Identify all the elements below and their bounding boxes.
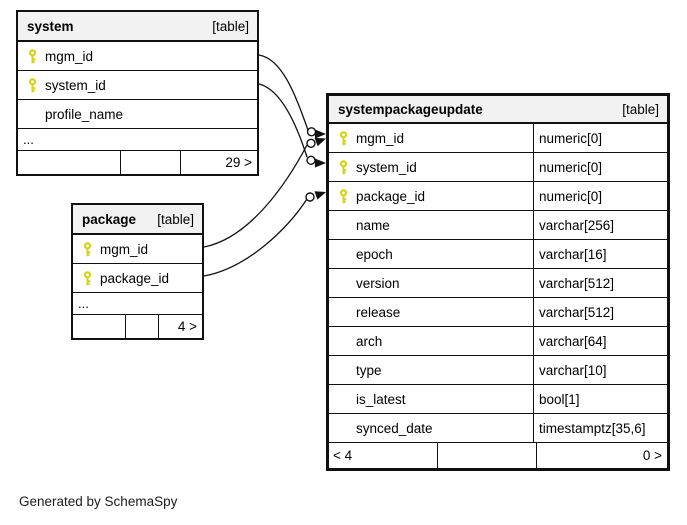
primary-key-icon	[27, 48, 45, 64]
table-title: systempackageupdate	[338, 101, 483, 117]
key-icon-placeholder	[338, 334, 356, 349]
column-row: package_id numeric[0]	[329, 182, 667, 211]
connector-arrow-icon	[314, 137, 326, 147]
primary-key-icon	[82, 270, 100, 286]
ellipsis-row: ...	[73, 293, 202, 315]
ellipsis-row: ...	[18, 129, 257, 151]
column-type: varchar[16]	[533, 240, 667, 268]
column-name: version	[356, 275, 400, 291]
footer-cell-children-count: 29 >	[180, 151, 257, 174]
column-name: epoch	[356, 246, 393, 262]
column-row: version varchar[512]	[329, 269, 667, 298]
column-row: is_latest bool[1]	[329, 385, 667, 414]
column-name: mgm_id	[45, 48, 94, 64]
key-icon-placeholder	[27, 107, 45, 122]
column-name: release	[356, 304, 401, 320]
table-header: system [table]	[18, 12, 257, 42]
table-type-badge: [table]	[157, 211, 194, 227]
connector-circle-icon	[306, 155, 316, 166]
footer-cell-left	[73, 315, 125, 338]
column-row: synced_date timestamptz[35,6]	[329, 414, 667, 443]
column-row: mgm_id	[18, 42, 257, 71]
column-row: epoch varchar[16]	[329, 240, 667, 269]
table-type-badge: [table]	[622, 101, 659, 117]
column-row: type varchar[10]	[329, 356, 667, 385]
footer-cell-left	[18, 151, 120, 174]
column-row: system_id numeric[0]	[329, 153, 667, 182]
table-system[interactable]: system [table] mgm_id	[16, 10, 259, 176]
column-row: mgm_id	[73, 235, 202, 264]
column-name: mgm_id	[100, 241, 149, 257]
column-type: numeric[0]	[533, 182, 667, 210]
footer-cell-children-count: 4 >	[158, 315, 202, 338]
key-icon-placeholder	[338, 218, 356, 233]
connector-arrow-icon	[315, 129, 326, 139]
column-row: system_id	[18, 71, 257, 100]
key-icon-placeholder	[338, 421, 356, 436]
column-row: name varchar[256]	[329, 211, 667, 240]
table-header: package [table]	[73, 205, 202, 235]
column-row: package_id	[73, 264, 202, 293]
table-title: system	[27, 18, 74, 34]
column-type: varchar[512]	[533, 298, 667, 326]
column-row: mgm_id numeric[0]	[329, 124, 667, 153]
connector-arrow-icon	[315, 158, 326, 168]
table-type-badge: [table]	[212, 18, 249, 34]
column-type: bool[1]	[533, 385, 667, 413]
column-name: synced_date	[356, 420, 433, 436]
column-name: package_id	[100, 270, 170, 286]
table-package[interactable]: package [table] mgm_id	[71, 203, 204, 340]
connector-line-package-package-id	[203, 198, 308, 277]
key-icon-placeholder	[338, 276, 356, 291]
primary-key-icon	[27, 77, 45, 93]
column-name: is_latest	[356, 391, 406, 407]
primary-key-icon	[338, 159, 356, 175]
column-name: package_id	[356, 188, 426, 204]
column-type: varchar[64]	[533, 327, 667, 355]
column-type: timestamptz[35,6]	[533, 414, 667, 442]
column-name: arch	[356, 333, 383, 349]
primary-key-icon	[338, 188, 356, 204]
table-title: package	[82, 211, 137, 227]
connector-line-system-mgm-id	[258, 54, 309, 131]
table-systempackageupdate[interactable]: systempackageupdate [table] mgm_id numer…	[326, 93, 670, 471]
column-row: release varchar[512]	[329, 298, 667, 327]
connector-circle-icon	[305, 192, 315, 202]
column-name: name	[356, 217, 390, 233]
column-name: mgm_id	[356, 130, 405, 146]
column-row: profile_name	[18, 100, 257, 129]
table-footer: 4 >	[73, 315, 202, 338]
column-type: varchar[256]	[533, 211, 667, 239]
primary-key-icon	[82, 241, 100, 257]
footer-cell-children-count: 0 >	[536, 443, 667, 468]
key-icon-placeholder	[338, 363, 356, 378]
column-name: profile_name	[45, 106, 124, 122]
column-type: varchar[10]	[533, 356, 667, 384]
primary-key-icon	[338, 130, 356, 146]
table-footer: 29 >	[18, 151, 257, 174]
connector-circle-icon	[306, 127, 317, 137]
key-icon-placeholder	[338, 305, 356, 320]
footer-cell-parents-count: < 4	[333, 448, 353, 463]
generator-credit-text: Generated by SchemaSpy	[19, 494, 178, 509]
footer-cell-middle	[437, 443, 536, 468]
column-type: numeric[0]	[533, 124, 667, 152]
table-header: systempackageupdate [table]	[329, 96, 667, 124]
column-type: numeric[0]	[533, 153, 667, 181]
column-name: system_id	[45, 77, 106, 93]
table-footer: < 4 0 >	[329, 443, 667, 468]
connector-line-system-system-id	[258, 83, 308, 158]
connector-circle-icon	[306, 138, 316, 149]
key-icon-placeholder	[338, 392, 356, 407]
column-row: arch varchar[64]	[329, 327, 667, 356]
footer-cell-middle	[120, 151, 180, 174]
column-name: system_id	[356, 159, 417, 175]
column-type: varchar[512]	[533, 269, 667, 297]
footer-cell-middle	[125, 315, 158, 338]
column-name: type	[356, 362, 382, 378]
connector-arrow-icon	[314, 191, 326, 200]
key-icon-placeholder	[338, 247, 356, 262]
